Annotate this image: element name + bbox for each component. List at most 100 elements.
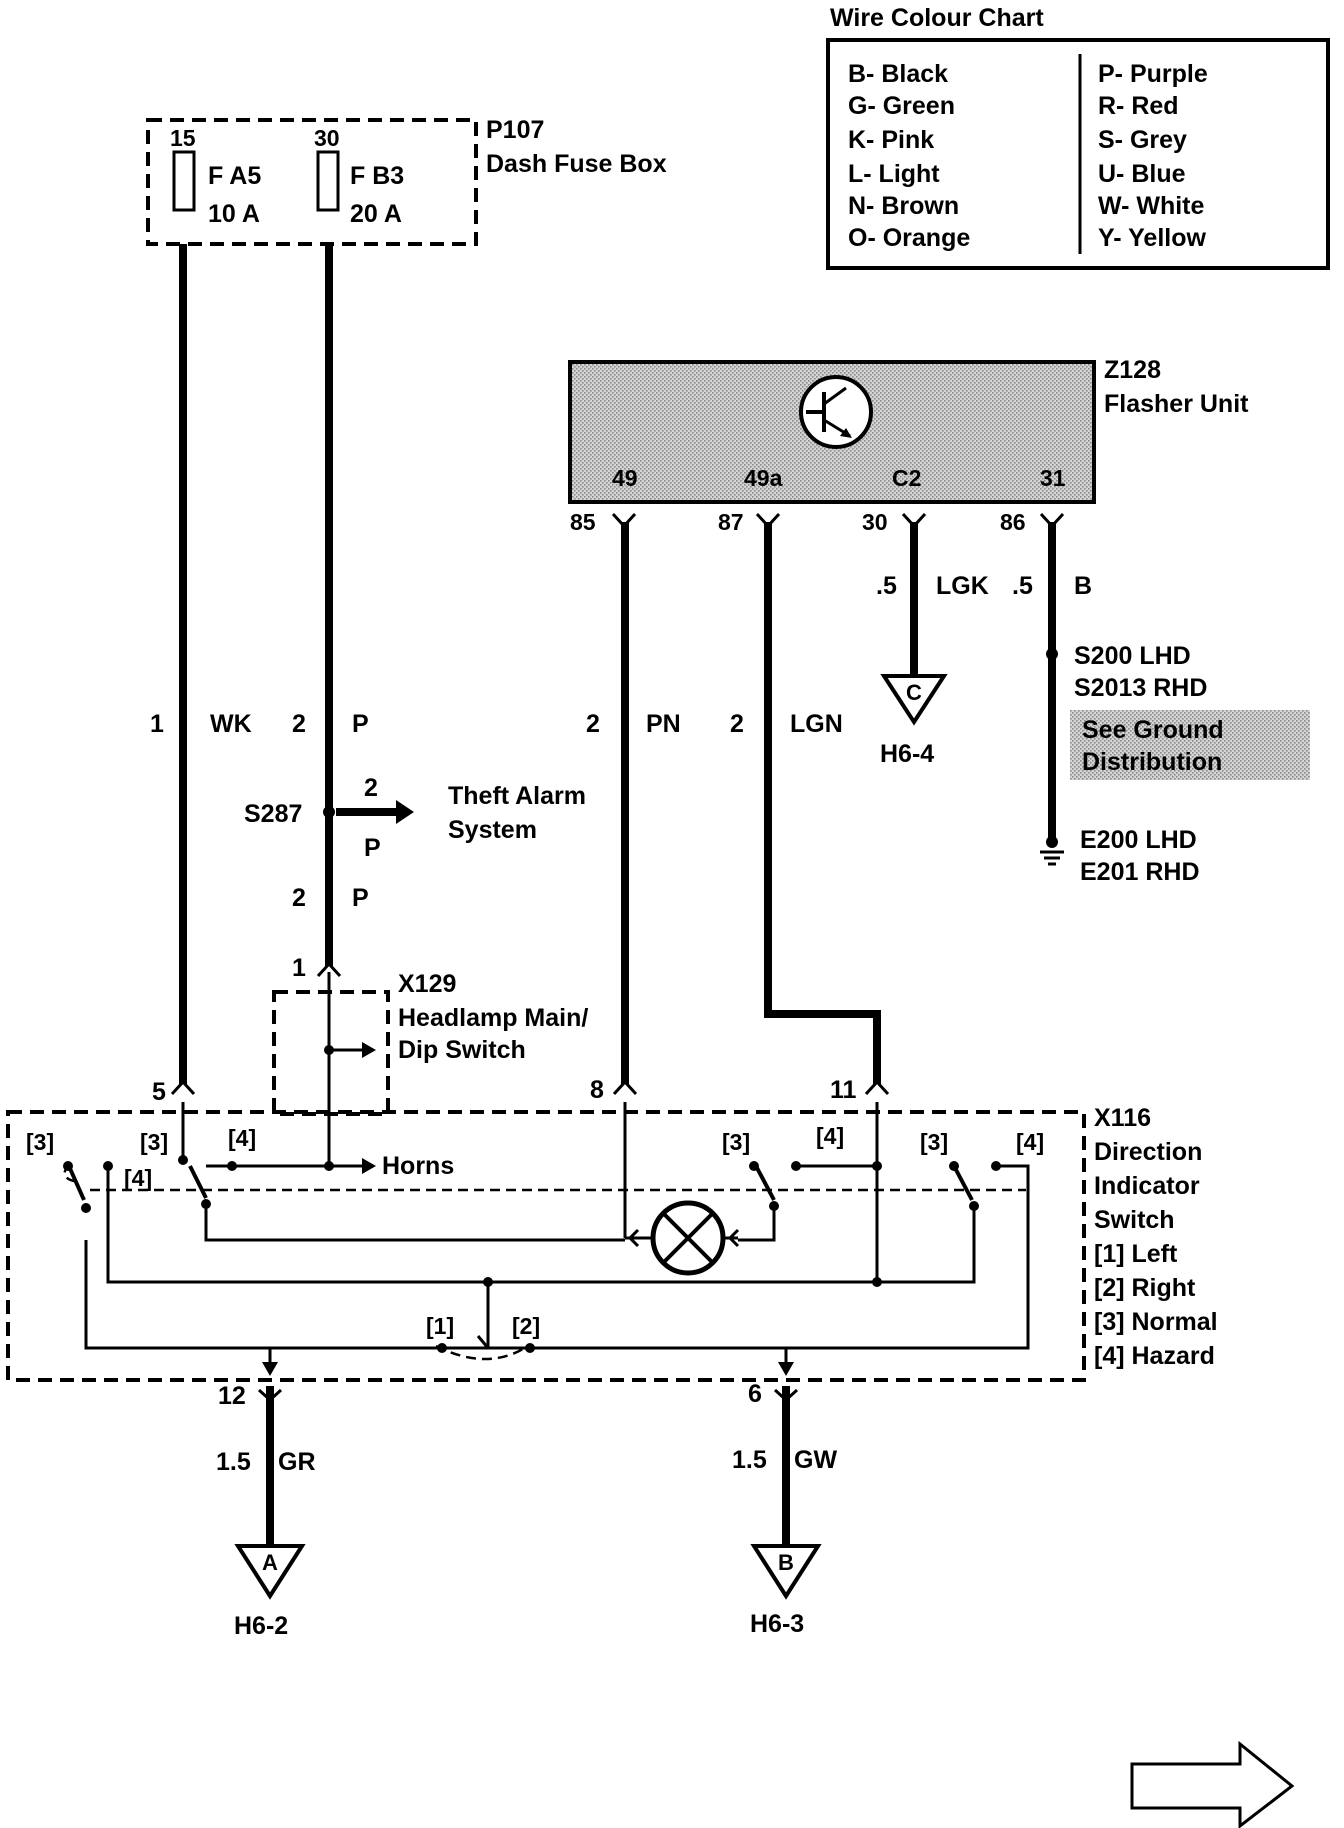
contact-label: [1] bbox=[426, 1313, 454, 1339]
x116-name: Indicator bbox=[1094, 1172, 1200, 1200]
fuse-name: F A5 bbox=[208, 162, 261, 190]
arrow-right-icon bbox=[362, 1158, 376, 1174]
fuse-pin: 30 bbox=[314, 125, 340, 151]
fuse-box-outline bbox=[146, 118, 478, 246]
wire-runs bbox=[179, 244, 1056, 1546]
contact-dots bbox=[63, 1155, 1001, 1353]
x116-id: X116 bbox=[1094, 1104, 1151, 1132]
transistor-icon bbox=[799, 375, 873, 449]
flasher-pin: 85 bbox=[570, 509, 596, 535]
x116-name: Direction bbox=[1094, 1138, 1202, 1166]
reference-label: H6-2 bbox=[234, 1612, 288, 1640]
contact-label: [3] bbox=[140, 1129, 168, 1155]
wire-color: GR bbox=[278, 1448, 316, 1476]
flasher-terminal: 49a bbox=[744, 465, 783, 491]
flasher-terminal: C2 bbox=[892, 465, 921, 491]
x116-pin: 5 bbox=[152, 1078, 166, 1106]
reference-triangle-icon bbox=[234, 1544, 306, 1600]
ground-note-box bbox=[1070, 710, 1310, 780]
splice-label: S2013 RHD bbox=[1074, 674, 1207, 702]
colour-entry: G- Green bbox=[848, 92, 955, 120]
junction-dot bbox=[324, 1045, 334, 1055]
reference-letter: B bbox=[778, 1550, 794, 1575]
flasher-pin: 87 bbox=[718, 509, 744, 535]
theft-alarm-label: Theft Alarm bbox=[448, 782, 586, 810]
flasher-name: Flasher Unit bbox=[1104, 390, 1249, 418]
colour-entry: U- Blue bbox=[1098, 160, 1186, 188]
splice-dot bbox=[323, 806, 335, 818]
wire-color: PN bbox=[646, 710, 681, 738]
ground-label: E201 RHD bbox=[1080, 858, 1200, 886]
wire-color: LGK bbox=[936, 572, 989, 600]
flasher-id: Z128 bbox=[1104, 356, 1161, 384]
colour-entry: L- Light bbox=[848, 160, 940, 188]
reference-letter: A bbox=[262, 1550, 278, 1575]
colour-entry: K- Pink bbox=[848, 126, 934, 154]
warning-lamp-icon bbox=[625, 1200, 740, 1276]
wire-num: 2 bbox=[292, 884, 306, 912]
splice-dot bbox=[1046, 648, 1058, 660]
x116-name: Switch bbox=[1094, 1206, 1175, 1234]
colour-chart-box bbox=[826, 38, 1330, 270]
reference-triangle-icon bbox=[750, 1544, 822, 1600]
contact-label: [4] bbox=[228, 1125, 256, 1151]
reference-a: A H6-2 bbox=[234, 1544, 306, 1640]
contact-label: [2] bbox=[512, 1313, 540, 1339]
wire-num: 1 bbox=[150, 710, 164, 738]
wire-color: B bbox=[1074, 572, 1092, 600]
branch-color: P bbox=[364, 834, 381, 862]
wire-colour-chart: Wire Colour Chart B- Black G- Green K- P… bbox=[826, 4, 1330, 270]
next-page-arrow-icon[interactable] bbox=[1130, 1740, 1295, 1828]
x116-legend: [1] Left bbox=[1094, 1240, 1178, 1268]
colour-entry: B- Black bbox=[848, 60, 948, 88]
x116-outline bbox=[6, 1110, 1086, 1382]
x129-id: X129 bbox=[398, 970, 456, 998]
wire-color: P bbox=[352, 884, 369, 912]
colour-entry: O- Orange bbox=[848, 224, 970, 252]
fuse-icon bbox=[316, 150, 340, 212]
colour-entry: P- Purple bbox=[1098, 60, 1208, 88]
wire-size: .5 bbox=[1012, 572, 1033, 600]
x129-name: Headlamp Main/ bbox=[398, 1004, 588, 1032]
fuse-icon bbox=[172, 150, 196, 212]
contact-label: [3] bbox=[26, 1129, 54, 1155]
wire-size: 1.5 bbox=[216, 1448, 251, 1476]
hazard-linkage bbox=[63, 1163, 1026, 1361]
theft-arrow-icon bbox=[396, 800, 414, 824]
x116-pin: 12 bbox=[218, 1382, 246, 1410]
flasher-terminal: 49 bbox=[612, 465, 638, 491]
wire-size: .5 bbox=[876, 572, 897, 600]
wire-color: P bbox=[352, 710, 369, 738]
x129-pin: 1 bbox=[292, 954, 306, 982]
wire-labels: 1 WK 2 P 2 PN 2 LGN .5 LGK .5 B 1.5 GR 1… bbox=[150, 572, 1092, 1476]
wire-num: 2 bbox=[586, 710, 600, 738]
dash-fuse-box: P107 Dash Fuse Box 15 F A5 10 A 30 F B3 … bbox=[146, 116, 667, 246]
ground-note: See Ground bbox=[1082, 716, 1224, 744]
ground-note: Distribution bbox=[1082, 748, 1222, 776]
wire-color: GW bbox=[794, 1446, 837, 1474]
wire-color: LGN bbox=[790, 710, 843, 738]
splice-s287: S287 2 P Theft Alarm System 2 P bbox=[244, 774, 586, 912]
flasher-terminal: 31 bbox=[1040, 465, 1066, 491]
arrow-right-icon bbox=[362, 1042, 376, 1058]
contact-label: [3] bbox=[722, 1129, 750, 1155]
fuse-box-name: Dash Fuse Box bbox=[486, 150, 667, 178]
x129-name: Dip Switch bbox=[398, 1036, 526, 1064]
x116-pin: 6 bbox=[748, 1380, 762, 1408]
splice-id: S287 bbox=[244, 800, 302, 828]
horns-label: Horns bbox=[382, 1152, 454, 1180]
arrow-down-icon bbox=[262, 1362, 278, 1376]
reference-letter: C bbox=[906, 680, 922, 705]
x116-pin: 8 bbox=[590, 1076, 604, 1104]
reference-c: C H6-4 bbox=[880, 674, 948, 768]
reference-b: B H6-3 bbox=[750, 1544, 822, 1638]
contact-label: [3] bbox=[920, 1129, 948, 1155]
flasher-pin: 30 bbox=[862, 509, 888, 535]
ground-label: E200 LHD bbox=[1080, 826, 1197, 854]
headlamp-switch: 1 X129 Headlamp Main/ Dip Switch bbox=[272, 954, 588, 1166]
x116-legend: [4] Hazard bbox=[1094, 1342, 1215, 1370]
fuse-box-id: P107 bbox=[486, 116, 544, 144]
flasher-pin: 86 bbox=[1000, 509, 1026, 535]
branch-num: 2 bbox=[364, 774, 378, 802]
